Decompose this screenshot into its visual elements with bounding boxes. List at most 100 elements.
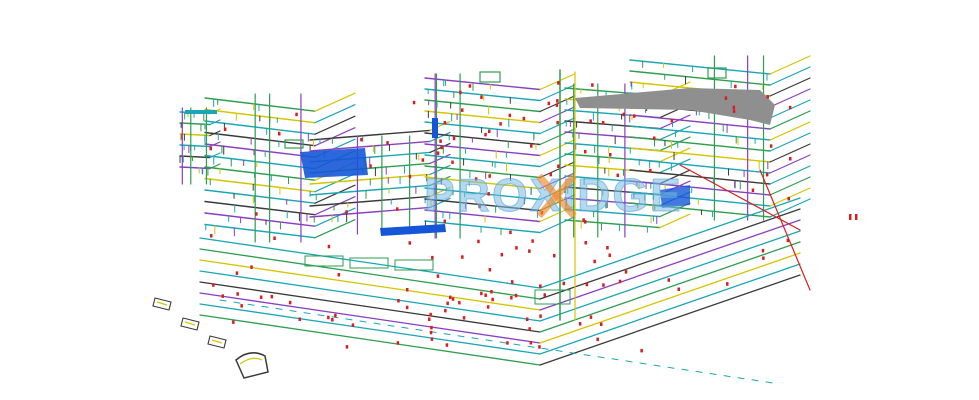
- red-fitting: [406, 288, 409, 292]
- floor-pipe-run: [314, 127, 356, 147]
- floor-pipe-run: [209, 119, 221, 126]
- floor-pipe-run: [629, 59, 771, 75]
- floor-pipe-run: [209, 141, 221, 148]
- red-fitting: [508, 113, 512, 118]
- dashed-pipe: [345, 318, 353, 321]
- floor-pipe-run: [204, 223, 316, 239]
- red-fitting: [547, 101, 551, 106]
- dashed-pipe: [247, 303, 255, 306]
- red-fitting: [429, 312, 432, 317]
- floor-pipe-run: [629, 191, 771, 207]
- parking-stall-marking: [156, 301, 168, 306]
- dashed-pipe: [485, 339, 493, 342]
- red-fitting: [751, 188, 755, 192]
- floor-pipe-run: [429, 197, 451, 208]
- floor-pipe-run: [424, 143, 541, 157]
- floor-pipe-run: [429, 175, 451, 186]
- dashed-pipe: [653, 364, 661, 367]
- floor-pipe-run: [769, 132, 811, 152]
- red-fitting: [445, 343, 449, 347]
- red-fitting: [578, 322, 582, 326]
- floor-pipe-run: [424, 198, 541, 212]
- dashed-pipe: [457, 335, 465, 338]
- floor-pipe-run: [429, 164, 451, 175]
- floor-pipe-run: [629, 136, 771, 152]
- dashed-pipe: [597, 356, 605, 359]
- floor-pipe-run: [659, 213, 691, 229]
- red-fitting: [449, 295, 452, 300]
- red-fitting: [430, 325, 433, 330]
- red-fitting: [539, 284, 542, 288]
- floor-pipe-run: [769, 55, 811, 75]
- dashed-pipe: [471, 337, 479, 340]
- red-fitting: [624, 270, 628, 274]
- red-fitting: [677, 287, 680, 291]
- duct-network: [185, 67, 775, 305]
- red-fitting: [210, 234, 213, 238]
- floor-pipe-run: [309, 129, 431, 141]
- red-fitting: [596, 337, 599, 342]
- red-fitting: [487, 192, 490, 196]
- floor-pipe-run: [539, 150, 576, 168]
- pipe-segment: [759, 169, 811, 291]
- red-fitting: [436, 274, 440, 278]
- red-fitting: [360, 137, 363, 142]
- ramp-marking: [239, 357, 263, 365]
- podium-pipe-run: [199, 259, 541, 311]
- floor-pipe-run: [539, 84, 576, 102]
- floor-pipe-run: [204, 177, 316, 193]
- red-fitting: [556, 99, 559, 103]
- red-fitting: [451, 297, 455, 301]
- red-fitting: [459, 90, 462, 95]
- red-fitting: [428, 317, 431, 321]
- dashed-pipe: [765, 381, 773, 384]
- dashed-pipe: [499, 341, 507, 344]
- red-fitting: [528, 327, 531, 331]
- red-fitting: [591, 83, 594, 87]
- red-fitting: [288, 300, 292, 305]
- red-fitting: [232, 320, 235, 324]
- floor-pipe-run: [314, 219, 356, 239]
- red-fitting: [440, 145, 443, 150]
- red-fitting: [345, 210, 348, 214]
- red-fitting: [443, 121, 447, 125]
- equipment-frame: [479, 71, 501, 83]
- floor-pipe-run: [209, 163, 221, 170]
- dashed-pipe: [289, 310, 297, 312]
- red-fitting: [540, 211, 544, 215]
- dashed-pipe: [625, 360, 633, 363]
- red-fitting: [606, 246, 609, 250]
- podium-pipe-run: [199, 292, 541, 344]
- floor-pipe-run: [179, 166, 211, 170]
- floor-pipe-run: [424, 110, 541, 124]
- red-fitting: [855, 214, 858, 220]
- dashed-pipe: [709, 373, 717, 375]
- red-fitting: [549, 172, 552, 177]
- red-fitting: [766, 95, 769, 99]
- dashed-pipe: [639, 362, 647, 365]
- dashed-pipe: [569, 352, 577, 354]
- red-fitting: [431, 255, 434, 260]
- red-fitting: [351, 323, 355, 327]
- dashed-pipe: [219, 299, 227, 302]
- podium-pipe-run: [539, 263, 801, 355]
- red-fitting: [397, 299, 400, 303]
- red-fitting: [484, 293, 487, 297]
- red-fitting: [499, 122, 502, 126]
- floor-pipe-run: [424, 209, 541, 223]
- equipment-frame: [349, 257, 389, 269]
- red-fitting: [525, 317, 529, 321]
- red-fitting: [640, 348, 643, 353]
- red-fitting: [451, 160, 454, 164]
- dashed-pipe: [611, 358, 619, 361]
- red-fitting: [788, 105, 792, 110]
- red-fitting: [584, 220, 587, 224]
- blue-duct-box: [300, 148, 368, 178]
- red-fitting: [223, 127, 227, 131]
- red-fitting: [462, 316, 466, 320]
- red-fitting: [490, 290, 493, 294]
- floor-pipe-run: [769, 110, 811, 130]
- red-fitting: [212, 283, 215, 287]
- floor-pipe-run: [564, 208, 661, 218]
